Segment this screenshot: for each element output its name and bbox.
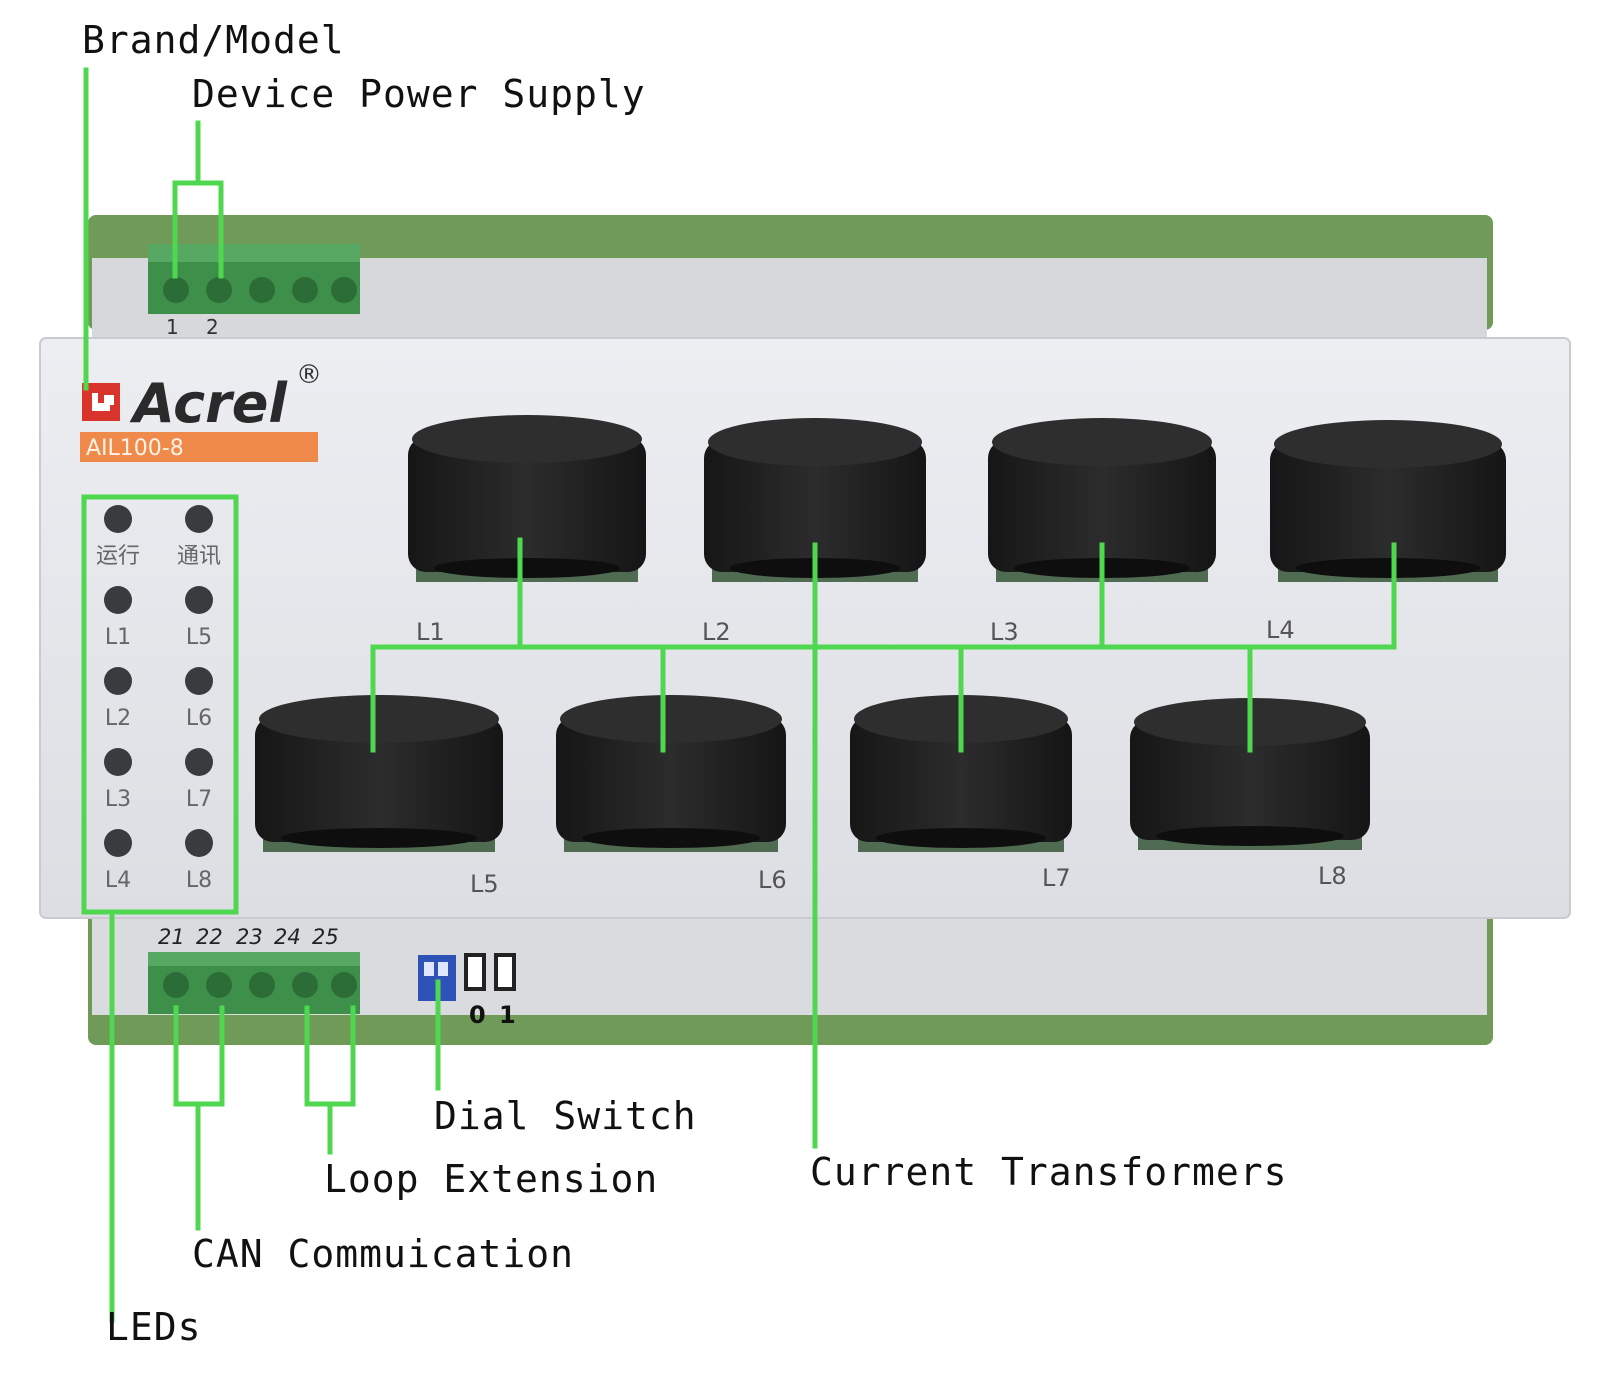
callout-dial-switch: Dial Switch	[434, 1094, 697, 1138]
led-label-l4: L4	[105, 868, 131, 893]
callout-leds: LEDs	[106, 1305, 202, 1349]
terminal-number-1: 1	[166, 315, 179, 339]
terminal-number-21: 21	[158, 925, 185, 949]
annotation-lines	[81, 67, 1397, 1323]
ct-body-8	[1130, 720, 1370, 840]
terminal-number-2: 2	[206, 315, 219, 339]
ct-body-4	[1270, 442, 1506, 572]
ct-hole-6	[582, 828, 760, 848]
callout-can-communication: CAN Commuication	[192, 1232, 575, 1276]
dip-label-0: 0	[469, 1001, 486, 1029]
dip-label-1: 1	[499, 1001, 516, 1029]
callout-brand-model: Brand/Model	[82, 18, 345, 62]
led-label-l2: L2	[105, 706, 131, 731]
can-terminal-block	[148, 952, 360, 1014]
ct-label-l2: L2	[702, 618, 731, 646]
ct-top-2	[708, 418, 922, 466]
ct-label-l1: L1	[416, 618, 445, 646]
ct-label-l8: L8	[1318, 862, 1347, 890]
led-indicator	[104, 505, 132, 533]
ct-label-l4: L4	[1266, 616, 1295, 644]
led-indicator	[104, 667, 132, 695]
brand-name: Acrel	[129, 372, 288, 435]
led-label-l8: L8	[186, 868, 212, 893]
led-label-run: 运行	[96, 544, 140, 569]
led-indicator	[185, 667, 213, 695]
led-indicator	[185, 505, 213, 533]
dip-switch	[418, 953, 516, 1001]
ct-label-l3: L3	[990, 618, 1019, 646]
terminal-number-22: 22	[196, 925, 223, 949]
model-badge	[80, 432, 318, 462]
led-indicator	[185, 748, 213, 776]
ct-top-5	[259, 695, 499, 743]
ct-body-3	[988, 440, 1216, 572]
ct-body-2	[704, 440, 926, 572]
ct-hole-8	[1156, 826, 1344, 846]
led-label-comm: 通讯	[177, 544, 221, 569]
led-indicator	[185, 829, 213, 857]
terminal-number-23: 23	[236, 925, 263, 949]
ct-label-l6: L6	[758, 866, 787, 894]
model-number: AIL100-8	[86, 436, 184, 461]
ct-body-1	[408, 437, 646, 572]
callout-current-transformers: Current Transformers	[810, 1150, 1288, 1194]
power-terminal-block	[148, 244, 360, 314]
ct-label-l7: L7	[1042, 864, 1071, 892]
ct-label-l5: L5	[470, 870, 499, 898]
led-label-l5: L5	[186, 625, 212, 650]
ct-top-6	[560, 695, 782, 743]
led-indicator	[185, 586, 213, 614]
led-indicator	[104, 586, 132, 614]
led-highlight-box	[81, 494, 239, 915]
callout-device-power-supply: Device Power Supply	[192, 72, 646, 116]
led-label-l7: L7	[186, 787, 212, 812]
led-indicator	[104, 748, 132, 776]
ct-hole-5	[281, 828, 477, 848]
ct-top-1	[412, 415, 642, 463]
terminal-number-25: 25	[312, 925, 339, 949]
led-label-l6: L6	[186, 706, 212, 731]
terminal-number-24: 24	[274, 925, 301, 949]
led-indicator	[104, 829, 132, 857]
led-label-l3: L3	[105, 787, 131, 812]
ct-body-7	[850, 717, 1072, 842]
registered-mark: ®	[296, 360, 322, 390]
led-label-l1: L1	[105, 625, 131, 650]
ct-body-6	[556, 717, 786, 842]
ct-hole-4	[1296, 558, 1480, 578]
callout-loop-extension: Loop Extension	[324, 1157, 659, 1201]
power-bracket	[172, 180, 224, 279]
ct-top-3	[992, 418, 1212, 466]
ct-top-4	[1274, 420, 1502, 468]
ct-hole-7	[876, 828, 1046, 848]
ct-hole-1	[434, 558, 620, 578]
ct-body-5	[255, 717, 503, 842]
